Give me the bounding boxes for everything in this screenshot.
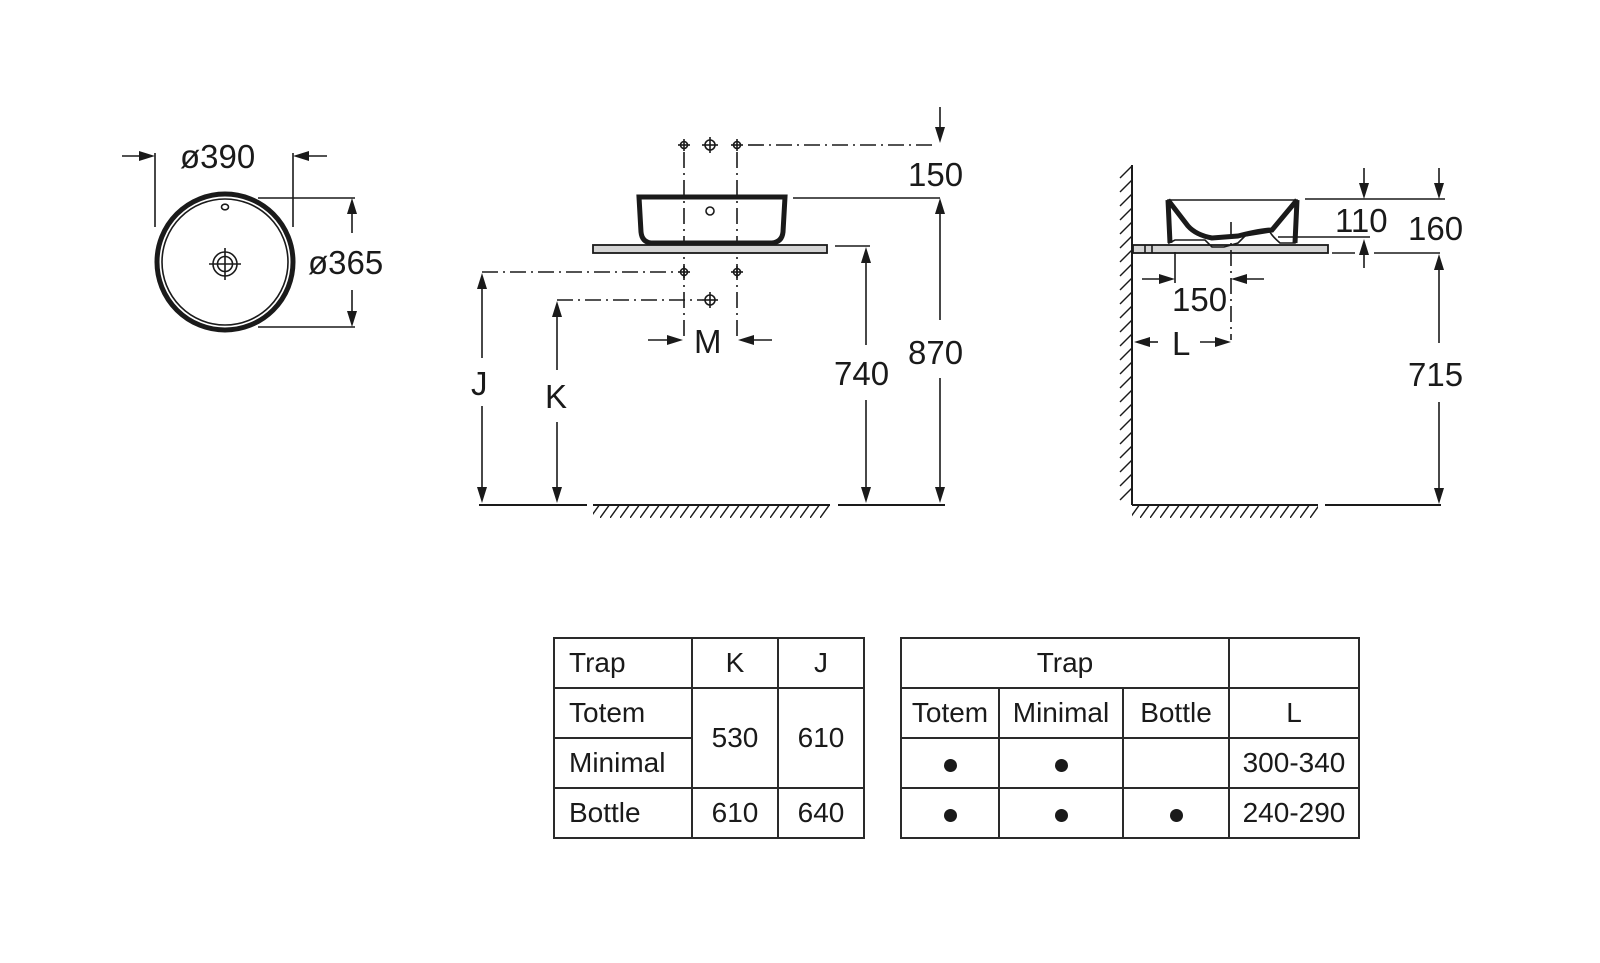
- tap-hole-marker-icon: [731, 139, 743, 151]
- arrow-icon: [1231, 274, 1247, 284]
- arrow-icon: [1434, 488, 1444, 504]
- arrow-icon: [1215, 337, 1231, 347]
- header-l: L: [1228, 687, 1360, 739]
- table-row: Bottle 610 640: [553, 787, 865, 839]
- top-view: ø390 ø365: [122, 138, 383, 333]
- cell-minimal: [998, 787, 1124, 839]
- header-j: J: [777, 637, 865, 689]
- label-k: K: [545, 378, 567, 415]
- value-j: 610: [777, 687, 865, 789]
- cell-minimal: [998, 737, 1124, 789]
- trap-name: Minimal: [553, 737, 693, 789]
- dim-inner-diameter: ø365: [308, 244, 383, 281]
- arrow-icon: [667, 335, 683, 345]
- arrow-icon: [738, 335, 754, 345]
- arrow-icon: [935, 487, 945, 503]
- arrow-icon: [861, 487, 871, 503]
- arrow-icon: [935, 198, 945, 214]
- bullet-icon: [1054, 759, 1068, 772]
- label-l: L: [1172, 325, 1190, 362]
- trap-height-table: Trap K J Totem 530 610 Minimal Bottle 61…: [553, 637, 865, 839]
- arrow-icon: [347, 311, 357, 327]
- trap-distance-table: Trap Totem Minimal Bottle L 300-340 240-…: [900, 637, 1360, 839]
- dim-counter-height-side: 715: [1408, 356, 1463, 393]
- trap-marker-icon: [678, 266, 690, 278]
- value-k: 530: [691, 687, 779, 789]
- arrow-icon: [139, 151, 155, 161]
- value-j: 640: [777, 787, 865, 839]
- dim-faucet-height: 150: [908, 156, 963, 193]
- tap-hole-marker-icon: [702, 137, 718, 153]
- dim-outer-diameter: ø390: [180, 138, 255, 175]
- table-header-row: Trap K J: [553, 637, 865, 689]
- value-k: 610: [691, 787, 779, 839]
- arrow-icon: [477, 273, 487, 289]
- header-minimal: Minimal: [998, 687, 1124, 739]
- header-trap-group: Trap: [900, 637, 1230, 689]
- arrow-icon: [1159, 274, 1175, 284]
- cell-bottle: [1122, 787, 1230, 839]
- dim-basin-height: 160: [1408, 210, 1463, 247]
- arrow-icon: [861, 247, 871, 263]
- countertop: [592, 244, 828, 254]
- header-k: K: [691, 637, 779, 689]
- bullet-icon: [1054, 809, 1068, 822]
- table-row: Totem 530 610: [553, 687, 865, 789]
- arrow-icon: [1134, 337, 1150, 347]
- header-bottle: Bottle: [1122, 687, 1230, 739]
- table-header-row: Trap: [900, 637, 1360, 689]
- cell-totem: [900, 737, 1000, 789]
- overflow-hole: [705, 206, 715, 216]
- arrow-icon: [1359, 183, 1369, 199]
- floor-hatch: [1132, 506, 1318, 518]
- bullet-icon: [943, 809, 957, 822]
- label-j: J: [471, 365, 488, 402]
- arrow-icon: [477, 487, 487, 503]
- arrow-icon: [1434, 254, 1444, 270]
- trap-marker-icon: [702, 292, 718, 308]
- tap-hole-marker-icon: [678, 139, 690, 151]
- arrow-icon: [552, 487, 562, 503]
- bullet-icon: [1169, 809, 1183, 822]
- arrow-icon: [1434, 183, 1444, 199]
- header-totem: Totem: [900, 687, 1000, 739]
- front-view: M J K 740 870 150: [471, 107, 963, 518]
- arrow-icon: [1359, 239, 1369, 255]
- value-l: 240-290: [1228, 787, 1360, 839]
- side-view: 150 L 110 160 715: [1119, 165, 1463, 518]
- drain-symbol-icon: [209, 248, 241, 280]
- basin-outer-rim: [154, 191, 296, 333]
- cell-totem: [900, 787, 1000, 839]
- trap-name: Bottle: [553, 787, 693, 839]
- dim-basin-depth: 110: [1335, 202, 1388, 239]
- arrow-icon: [347, 198, 357, 214]
- cell-bottle: [1122, 737, 1230, 789]
- table-row: 240-290: [900, 787, 1360, 839]
- overflow-hole: [220, 203, 230, 211]
- arrow-icon: [935, 127, 945, 143]
- label-m: M: [694, 323, 722, 360]
- header-trap: Trap: [553, 637, 693, 689]
- trap-name: Totem: [553, 687, 693, 739]
- value-l: 300-340: [1228, 737, 1360, 789]
- dim-drain-offset: 150: [1172, 281, 1227, 318]
- header-empty: [1228, 637, 1360, 689]
- basin-front: [636, 194, 788, 246]
- bullet-icon: [943, 759, 957, 772]
- arrow-icon: [293, 151, 309, 161]
- dim-total-height: 870: [908, 334, 963, 371]
- table-row: 300-340: [900, 737, 1360, 789]
- table-row: Minimal: [553, 737, 864, 789]
- arrow-icon: [552, 301, 562, 317]
- basin-inner-rim: [161, 198, 289, 326]
- dim-counter-height: 740: [834, 355, 889, 392]
- trap-marker-icon: [731, 266, 743, 278]
- table-header-row: Totem Minimal Bottle L: [900, 687, 1360, 739]
- basin-side: [1167, 199, 1298, 248]
- wall-hatch: [1119, 165, 1133, 501]
- floor-hatch: [593, 506, 830, 518]
